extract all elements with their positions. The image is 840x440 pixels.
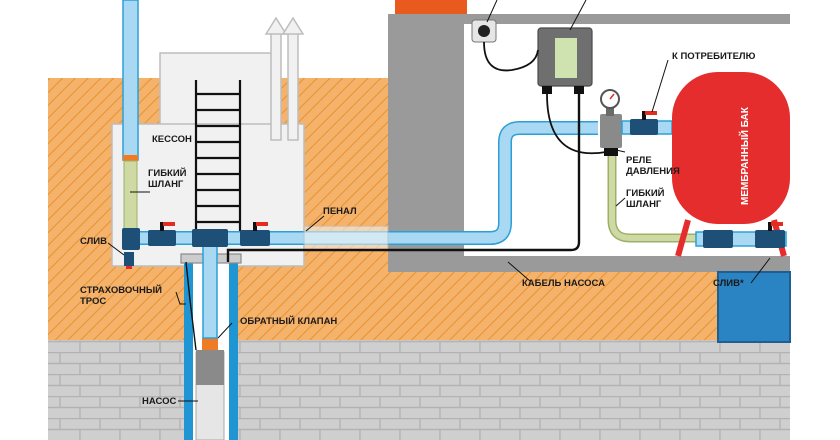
relay-connector [604, 148, 618, 156]
leader-lines [107, 59, 771, 402]
drain-valve-left [122, 228, 140, 269]
well-casing-right [229, 262, 238, 440]
pressure-relay [600, 114, 622, 148]
control-box-display [555, 38, 577, 78]
valve-tank [703, 230, 733, 248]
relay-cable [546, 93, 607, 155]
ventilation-pipes [264, 16, 305, 141]
label-penal: ПЕНАЛ [323, 206, 357, 217]
control-box-terminal-2 [574, 86, 584, 94]
label-safety-rope-2: ТРОС [80, 296, 106, 307]
label-drain-right: СЛИВ* [713, 278, 744, 289]
power-cable [483, 41, 539, 72]
house-wall [388, 14, 464, 272]
house-ceiling [388, 14, 790, 24]
label-pump: НАСОС [142, 396, 176, 407]
brick-layer [48, 340, 790, 440]
label-safety-rope-1: СТРАХОВОЧНЫЙ [80, 284, 162, 296]
safety-rope [185, 261, 197, 351]
membrane-tank [672, 72, 790, 224]
label-check-valve: ОБРАТНЫЙ КЛАПАН [240, 315, 337, 327]
control-box-terminal [542, 86, 552, 94]
label-flex-hose-right-2: ШЛАНГ [626, 199, 662, 210]
valve-drain-right [755, 222, 785, 248]
label-membrane-tank: МЕМБРАННЫЙ БАК [738, 106, 751, 205]
socket-leader [486, 0, 498, 23]
riser-pipe [202, 235, 218, 339]
house-floor [388, 256, 790, 272]
flex-hose-right [609, 156, 700, 241]
valve-consumer [630, 111, 658, 135]
vertical-supply-pipe [122, 0, 139, 161]
chimney-brick [395, 0, 467, 16]
gauge-needle [609, 93, 615, 100]
penal-sleeve [303, 225, 389, 251]
label-kesson: КЕССОН [152, 134, 192, 145]
label-flex-hose-right-1: ГИБКИЙ [626, 187, 665, 199]
caisson-tee [192, 229, 228, 247]
drain-pit-water [718, 272, 790, 342]
pump-cable-line [226, 94, 581, 262]
drain-pit [717, 271, 791, 343]
label-to-consumer: К ПОТРЕБИТЕЛЮ [672, 51, 756, 62]
label-flex-hose-left-1: ГИБКИЙ [148, 167, 187, 179]
label-pump-cable: КАБЕЛЬ НАСОСА [522, 278, 605, 289]
label-drain-left: СЛИВ [80, 236, 107, 247]
caisson-hatch [159, 52, 273, 129]
pump-motor [196, 350, 224, 385]
valve-middle [240, 222, 270, 246]
flex-hose-left [123, 160, 138, 230]
check-valve-body [202, 338, 218, 350]
main-pipe [132, 122, 598, 244]
well-casing-left [184, 262, 193, 440]
label-flex-hose-left-2: ШЛАНГ [148, 179, 184, 190]
socket-hole [478, 25, 490, 37]
label-pressure-relay-2: ДАВЛЕНИЯ [626, 166, 680, 177]
gauge-stem [606, 108, 614, 116]
label-pressure-relay-1: РЕЛЕ [626, 155, 652, 166]
valve-left [148, 222, 176, 246]
ladder [194, 80, 242, 232]
pipe-coupling [123, 155, 138, 161]
control-leader [569, 0, 587, 31]
